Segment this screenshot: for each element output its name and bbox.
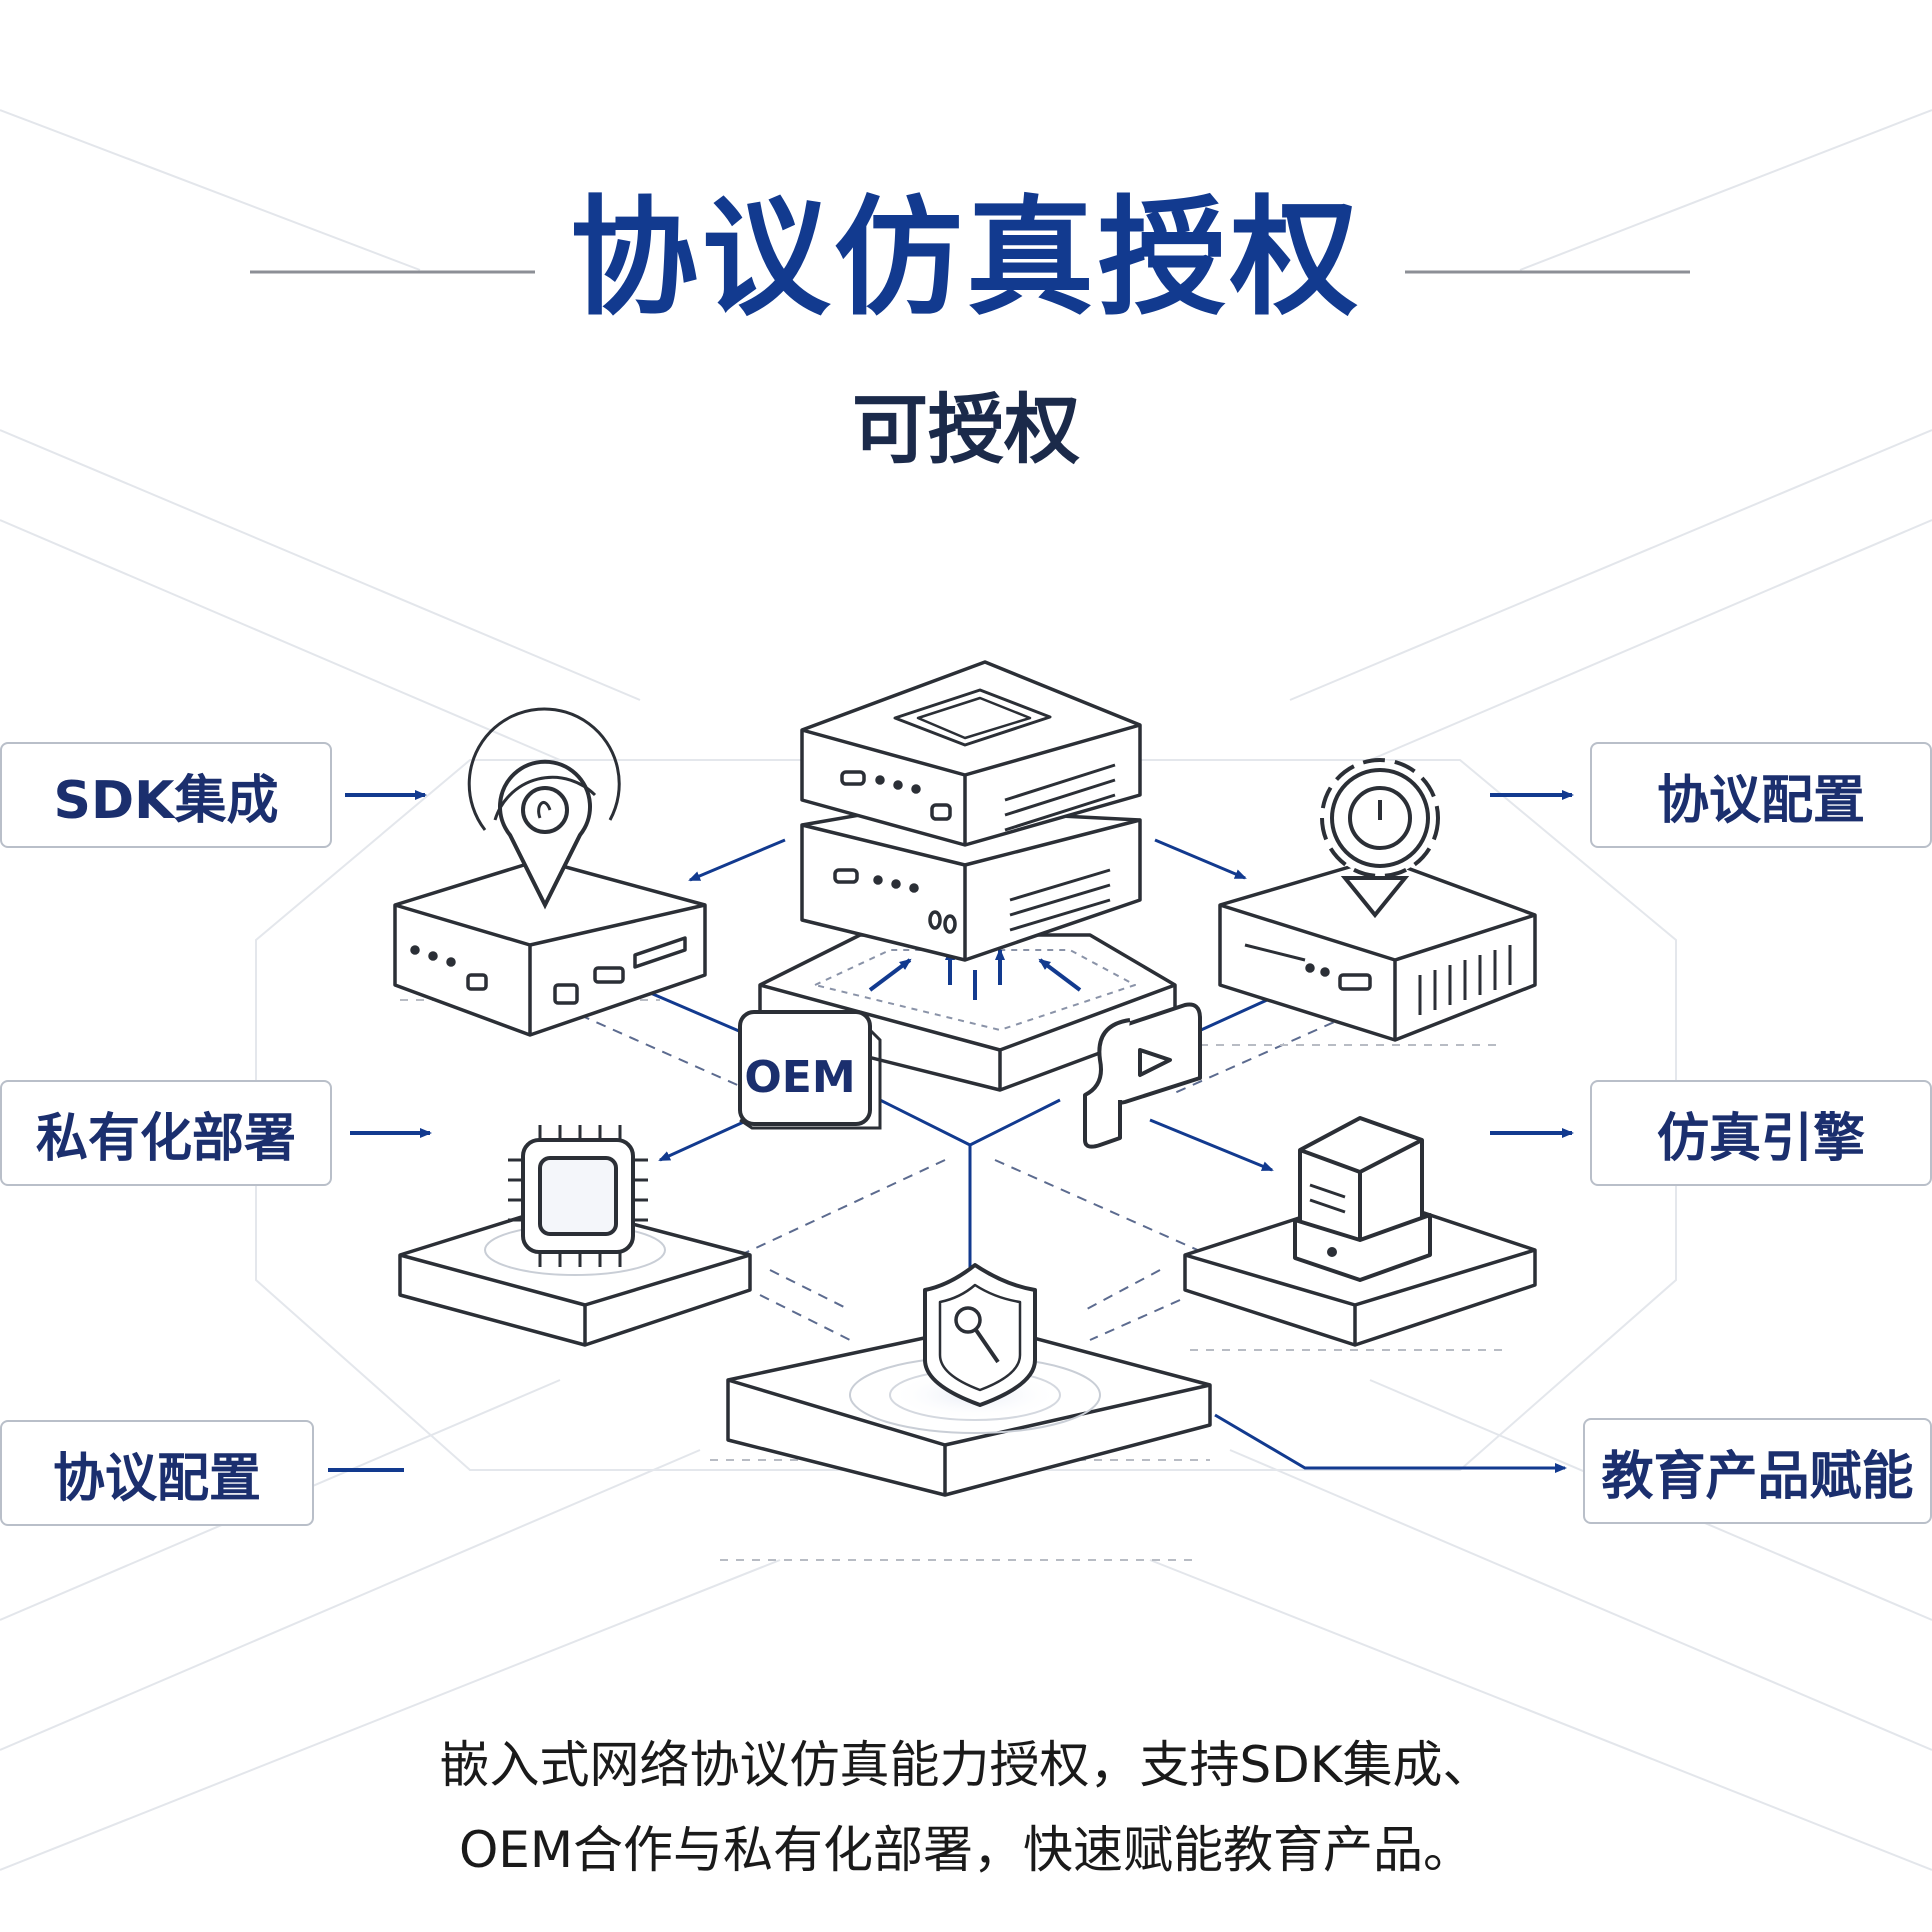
chip-icon [508,1125,648,1267]
page-title: 协议仿真授权 [569,184,1362,333]
shield-key-icon [923,1263,1037,1407]
label-education-empower: 教育产品赋能 [1583,1418,1932,1524]
gear-icon [1320,758,1440,919]
oem-badge: OEM [738,1010,882,1130]
server-stack [800,660,1142,962]
server-cube-icon [1293,1116,1432,1282]
label-protocol-config-left: 协议配置 [0,1420,314,1526]
location-pin-icon [467,707,621,910]
description-line-1: 嵌入式网络协议仿真能力授权，支持SDK集成、 [439,1736,1493,1794]
description-line-2: OEM合作与私有化部署，快速赋能教育产品。 [458,1821,1474,1879]
connections [328,790,1574,1561]
label-simulation-engine: 仿真引擎 [1590,1080,1932,1186]
location-device [393,858,707,1037]
label-sdk-integration: SDK集成 [0,742,332,848]
chip-device [398,1203,752,1347]
label-protocol-config-right: 协议配置 [1590,742,1932,848]
play-code-icon [1083,1002,1202,1149]
label-private-deployment: 私有化部署 [0,1080,332,1186]
page-subtitle: 可授权 [852,385,1080,474]
flow-arrows [868,948,1082,1000]
oem-badge-label: OEM [744,1052,855,1103]
background-lines [0,109,1932,1871]
